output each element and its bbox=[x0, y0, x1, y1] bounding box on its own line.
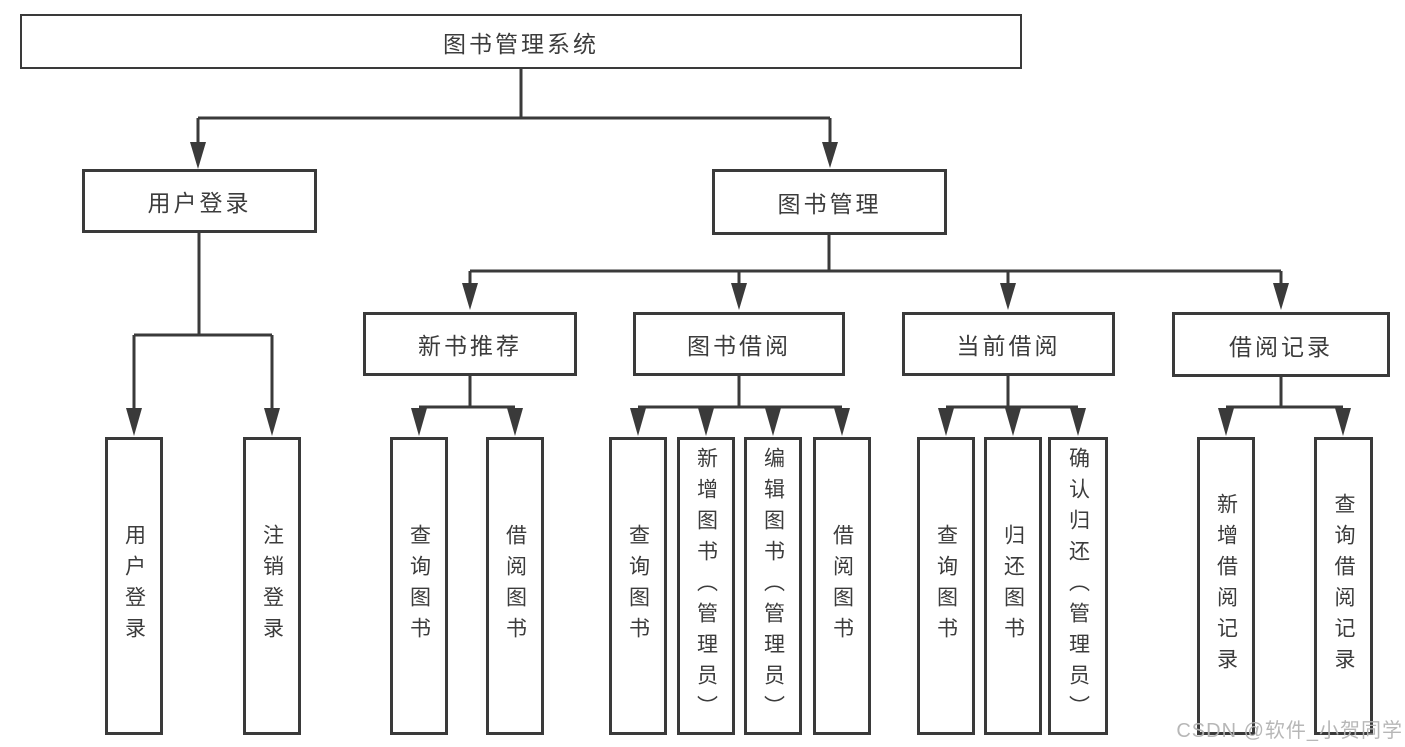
node-book-management: 图书管理 bbox=[712, 169, 947, 235]
leaf-records-query-record-label: 查询借阅记录 bbox=[1332, 493, 1355, 679]
leaf-borrowing-add-books-admin-label: 新增图书（管理员） bbox=[694, 446, 718, 726]
leaf-recommend-borrow-books-label: 借阅图书 bbox=[503, 524, 527, 648]
csdn-watermark: CSDN @软件_小贺同学 bbox=[1176, 720, 1403, 742]
leaf-borrowing-borrow-books-label: 借阅图书 bbox=[830, 524, 854, 648]
connector-user-login-to-leaves bbox=[126, 233, 280, 436]
leaf-records-add-record-label: 新增借阅记录 bbox=[1214, 493, 1238, 679]
connector-new-book-recommendation-to-leaves bbox=[411, 376, 523, 436]
node-book-borrowing: 图书借阅 bbox=[633, 312, 845, 376]
leaf-user-login-label: 用户登录 bbox=[122, 524, 146, 648]
leaf-borrowing-borrow-books: 借阅图书 bbox=[813, 437, 871, 735]
leaf-recommend-borrow-books: 借阅图书 bbox=[486, 437, 544, 735]
leaf-records-query-record: 查询借阅记录 bbox=[1314, 437, 1373, 735]
connector-book-management-to-level3 bbox=[462, 233, 1289, 310]
leaf-current-query-books-label: 查询图书 bbox=[934, 524, 958, 648]
connector-current-borrowing-to-leaves bbox=[938, 376, 1086, 436]
leaf-user-login: 用户登录 bbox=[105, 437, 163, 735]
leaf-current-query-books: 查询图书 bbox=[917, 437, 975, 735]
leaf-logout-label: 注销登录 bbox=[260, 524, 284, 648]
leaf-recommend-query-books-label: 查询图书 bbox=[407, 524, 431, 648]
connector-root-to-level2 bbox=[190, 69, 838, 169]
node-borrowing-records: 借阅记录 bbox=[1172, 312, 1390, 377]
leaf-borrowing-query-books: 查询图书 bbox=[609, 437, 667, 735]
connector-borrowing-records-to-leaves bbox=[1218, 376, 1351, 436]
node-library-management-system: 图书管理系统 bbox=[20, 14, 1022, 69]
leaf-borrowing-edit-books-admin-label: 编辑图书（管理员） bbox=[761, 446, 785, 726]
node-current-borrowing: 当前借阅 bbox=[902, 312, 1115, 376]
leaf-recommend-query-books: 查询图书 bbox=[390, 437, 448, 735]
leaf-borrowing-edit-books-admin: 编辑图书（管理员） bbox=[744, 437, 802, 735]
leaf-records-add-record: 新增借阅记录 bbox=[1197, 437, 1255, 735]
leaf-borrowing-add-books-admin: 新增图书（管理员） bbox=[677, 437, 735, 735]
node-user-login: 用户登录 bbox=[82, 169, 317, 233]
leaf-current-return-books-label: 归还图书 bbox=[1001, 524, 1025, 648]
node-new-book-recommendation: 新书推荐 bbox=[363, 312, 577, 376]
connector-book-borrowing-to-leaves bbox=[630, 376, 850, 436]
leaf-current-confirm-return-admin-label: 确认归还（管理员） bbox=[1066, 446, 1090, 726]
leaf-current-return-books: 归还图书 bbox=[984, 437, 1042, 735]
leaf-borrowing-query-books-label: 查询图书 bbox=[626, 524, 650, 648]
leaf-logout: 注销登录 bbox=[243, 437, 301, 735]
leaf-current-confirm-return-admin: 确认归还（管理员） bbox=[1048, 437, 1108, 735]
